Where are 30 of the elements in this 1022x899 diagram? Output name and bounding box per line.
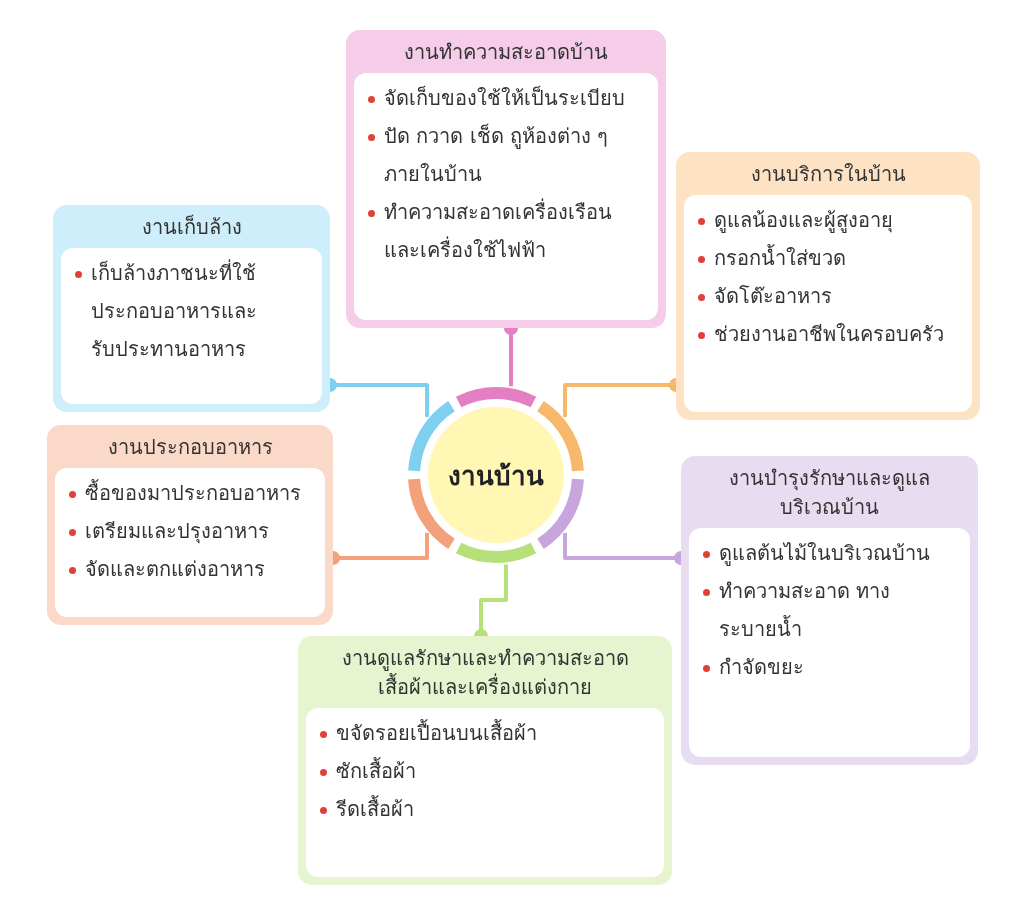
bullet-item: ช่วยงานอาชีพในครอบครัว [696, 315, 964, 353]
bullet-item: เก็บล้างภาชนะที่ใช้ ประกอบอาหารและ รับประทานอาหาร [73, 254, 281, 368]
center-title: งานบ้าน [447, 459, 545, 493]
bullet-item: กรอกน้ำใส่ขวด [696, 239, 964, 277]
category-heading: งานบริการในบ้าน [749, 161, 907, 188]
bullet-item: เตรียมและปรุงอาหาร [67, 512, 317, 550]
category-heading: งานทำความสะอาดบ้าน [403, 39, 609, 66]
bullet-item: ทำความสะอาด ทางระบายน้ำ [701, 572, 894, 648]
bullet-item: จัดเก็บของใช้ให้เป็นระเบียบ [366, 79, 650, 117]
category-card [681, 456, 978, 765]
bullet-item: ปัด กวาด เช็ด ถูห้องต่าง ๆ ภายในบ้าน [366, 117, 650, 193]
bullet-item: ดูแลต้นไม้ในบริเวณบ้าน [701, 534, 962, 572]
bullet-item: ซักเสื้อผ้า [318, 752, 656, 790]
bullet-item: ทำความสะอาดเครื่องเรือน และเครื่องใช้ไฟฟ้า [366, 193, 650, 269]
bullet-item: รีดเสื้อผ้า [318, 790, 656, 828]
bullet-item: จัดโต๊ะอาหาร [696, 277, 964, 315]
category-card [53, 205, 330, 412]
category-card [47, 425, 333, 625]
bullet-item: จัดและตกแต่งอาหาร [67, 550, 317, 588]
category-card [346, 30, 666, 328]
bullet-item: ซื้อของมาประกอบอาหาร [67, 474, 317, 512]
category-card [676, 152, 980, 420]
bullet-item: กำจัดขยะ [701, 648, 962, 686]
bullet-item: ดูแลน้องและผู้สูงอายุ [696, 201, 964, 239]
category-card [298, 636, 672, 885]
bullet-item: ขจัดรอยเปื้อนบนเสื้อผ้า [318, 714, 656, 752]
category-heading: งานประกอบอาหาร [106, 434, 274, 461]
category-heading: งานดูแลรักษาและทำความสะอาด เสื้อผ้าและเครื่องแต่งกาย [340, 645, 630, 701]
category-heading: งานเก็บล้าง [140, 213, 243, 241]
category-heading: งานบำรุงรักษาและดูแล บริเวณบ้าน [728, 465, 931, 521]
